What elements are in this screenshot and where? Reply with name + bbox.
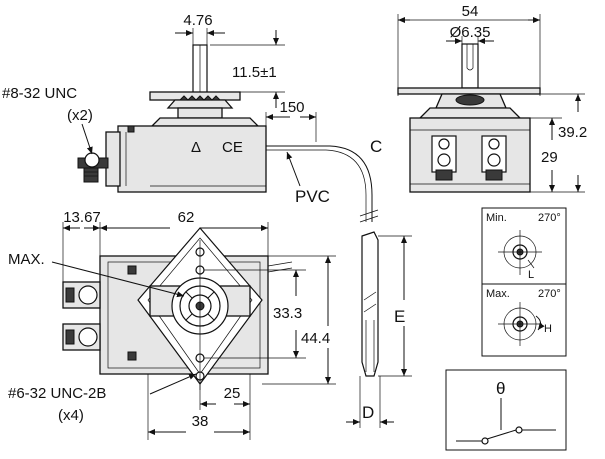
label-thread: #8-32 UNC — [2, 85, 77, 102]
end-housing — [409, 117, 531, 193]
dim-end-width: 54 — [462, 3, 479, 20]
dim-mount-spacing: 33.3 — [273, 305, 302, 322]
dim-height-body: 29 — [541, 149, 558, 166]
dim-mount-height: 44.4 — [301, 330, 330, 347]
dim-shaft-height: 11.5±1 — [232, 64, 277, 81]
knob-max-angle: 270° — [538, 288, 561, 300]
side-view: 4.76 11.5±1 Δ CE #8-32 UNC (x — [2, 12, 382, 223]
dim-shaft-dia: Ø6.35 — [450, 24, 491, 41]
dim-shaft-width: 4.76 — [183, 12, 212, 29]
terminal-screw — [77, 152, 109, 183]
dim-base-width: 38 — [192, 413, 209, 430]
dim-front-offset: 13.67 — [63, 209, 101, 226]
knob-max-marker: H — [544, 323, 552, 335]
knob-min-marker: L — [528, 269, 534, 281]
dim-front-width: 62 — [178, 209, 195, 226]
switch-theta: θ — [496, 379, 505, 398]
end-terminals — [431, 135, 507, 181]
label-max: MAX. — [8, 251, 45, 268]
front-terminals — [62, 281, 101, 351]
dim-bulb-length: E — [394, 307, 405, 326]
knob-min-label: Min. — [486, 212, 507, 224]
approval-mark-2: CE — [222, 139, 243, 156]
label-capillary: C — [370, 137, 382, 156]
front-view: 13.67 62 MAX. — [8, 209, 336, 440]
dim-bulb-dia: D — [362, 403, 374, 422]
label-mount-thread-qty: (x4) — [58, 407, 84, 424]
label-thread-qty: (x2) — [67, 107, 93, 124]
knob-max-panel — [481, 283, 567, 357]
approval-mark-1: Δ — [191, 139, 201, 156]
knob-min-angle: 270° — [538, 212, 561, 224]
dim-base-offset: 25 — [224, 385, 241, 402]
dim-capillary-length: 150 — [279, 99, 304, 116]
switch-symbol: θ — [445, 369, 567, 451]
dim-height-total: 39.2 — [558, 124, 587, 141]
end-view: 54 Ø6.35 — [397, 3, 587, 193]
bulb-sensor: E D — [346, 231, 412, 428]
label-mount-thread: #6-32 UNC-2B — [8, 385, 106, 402]
knob-positions: Min. 270° L Max. 270° H — [481, 207, 567, 357]
label-capillary-material: PVC — [295, 187, 330, 206]
capillary — [266, 145, 373, 222]
knob-max-label: Max. — [486, 288, 510, 300]
housing — [117, 125, 267, 193]
